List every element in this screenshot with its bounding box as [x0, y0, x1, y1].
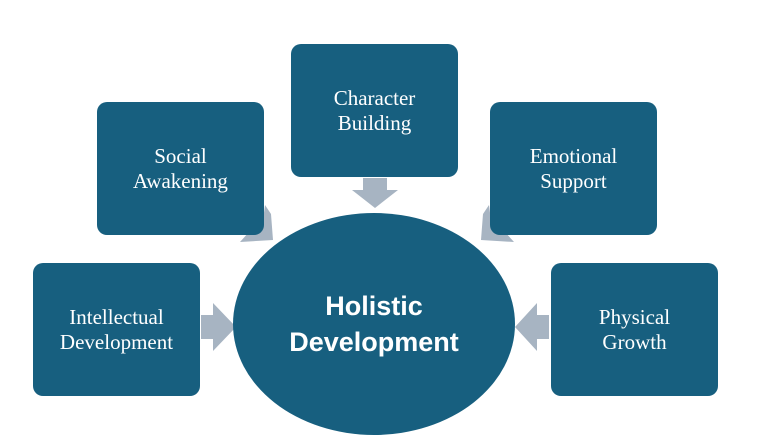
- node-character-label: Character Building: [333, 85, 416, 135]
- center-label: Holistic Development: [289, 291, 459, 357]
- node-social-awakening: Social Awakening: [97, 102, 264, 235]
- node-intellectual-development: Intellectual Development: [33, 263, 200, 396]
- arrow-character: [352, 178, 398, 208]
- node-character-building: Character Building: [291, 44, 458, 177]
- arrow-social: [240, 205, 273, 242]
- node-emotional-support: Emotional Support: [490, 102, 657, 235]
- node-physical-label: Physical Growth: [598, 304, 671, 354]
- arrow-intellectual: [201, 303, 236, 351]
- arrow-emotional: [481, 205, 514, 242]
- node-intellectual-label: Intellectual Development: [59, 304, 174, 354]
- center-holistic-development: Holistic Development: [233, 213, 515, 435]
- node-emotional-label: Emotional Support: [529, 143, 618, 193]
- node-social-label: Social Awakening: [133, 143, 228, 193]
- node-physical-growth: Physical Growth: [551, 263, 718, 396]
- arrow-physical: [515, 303, 549, 351]
